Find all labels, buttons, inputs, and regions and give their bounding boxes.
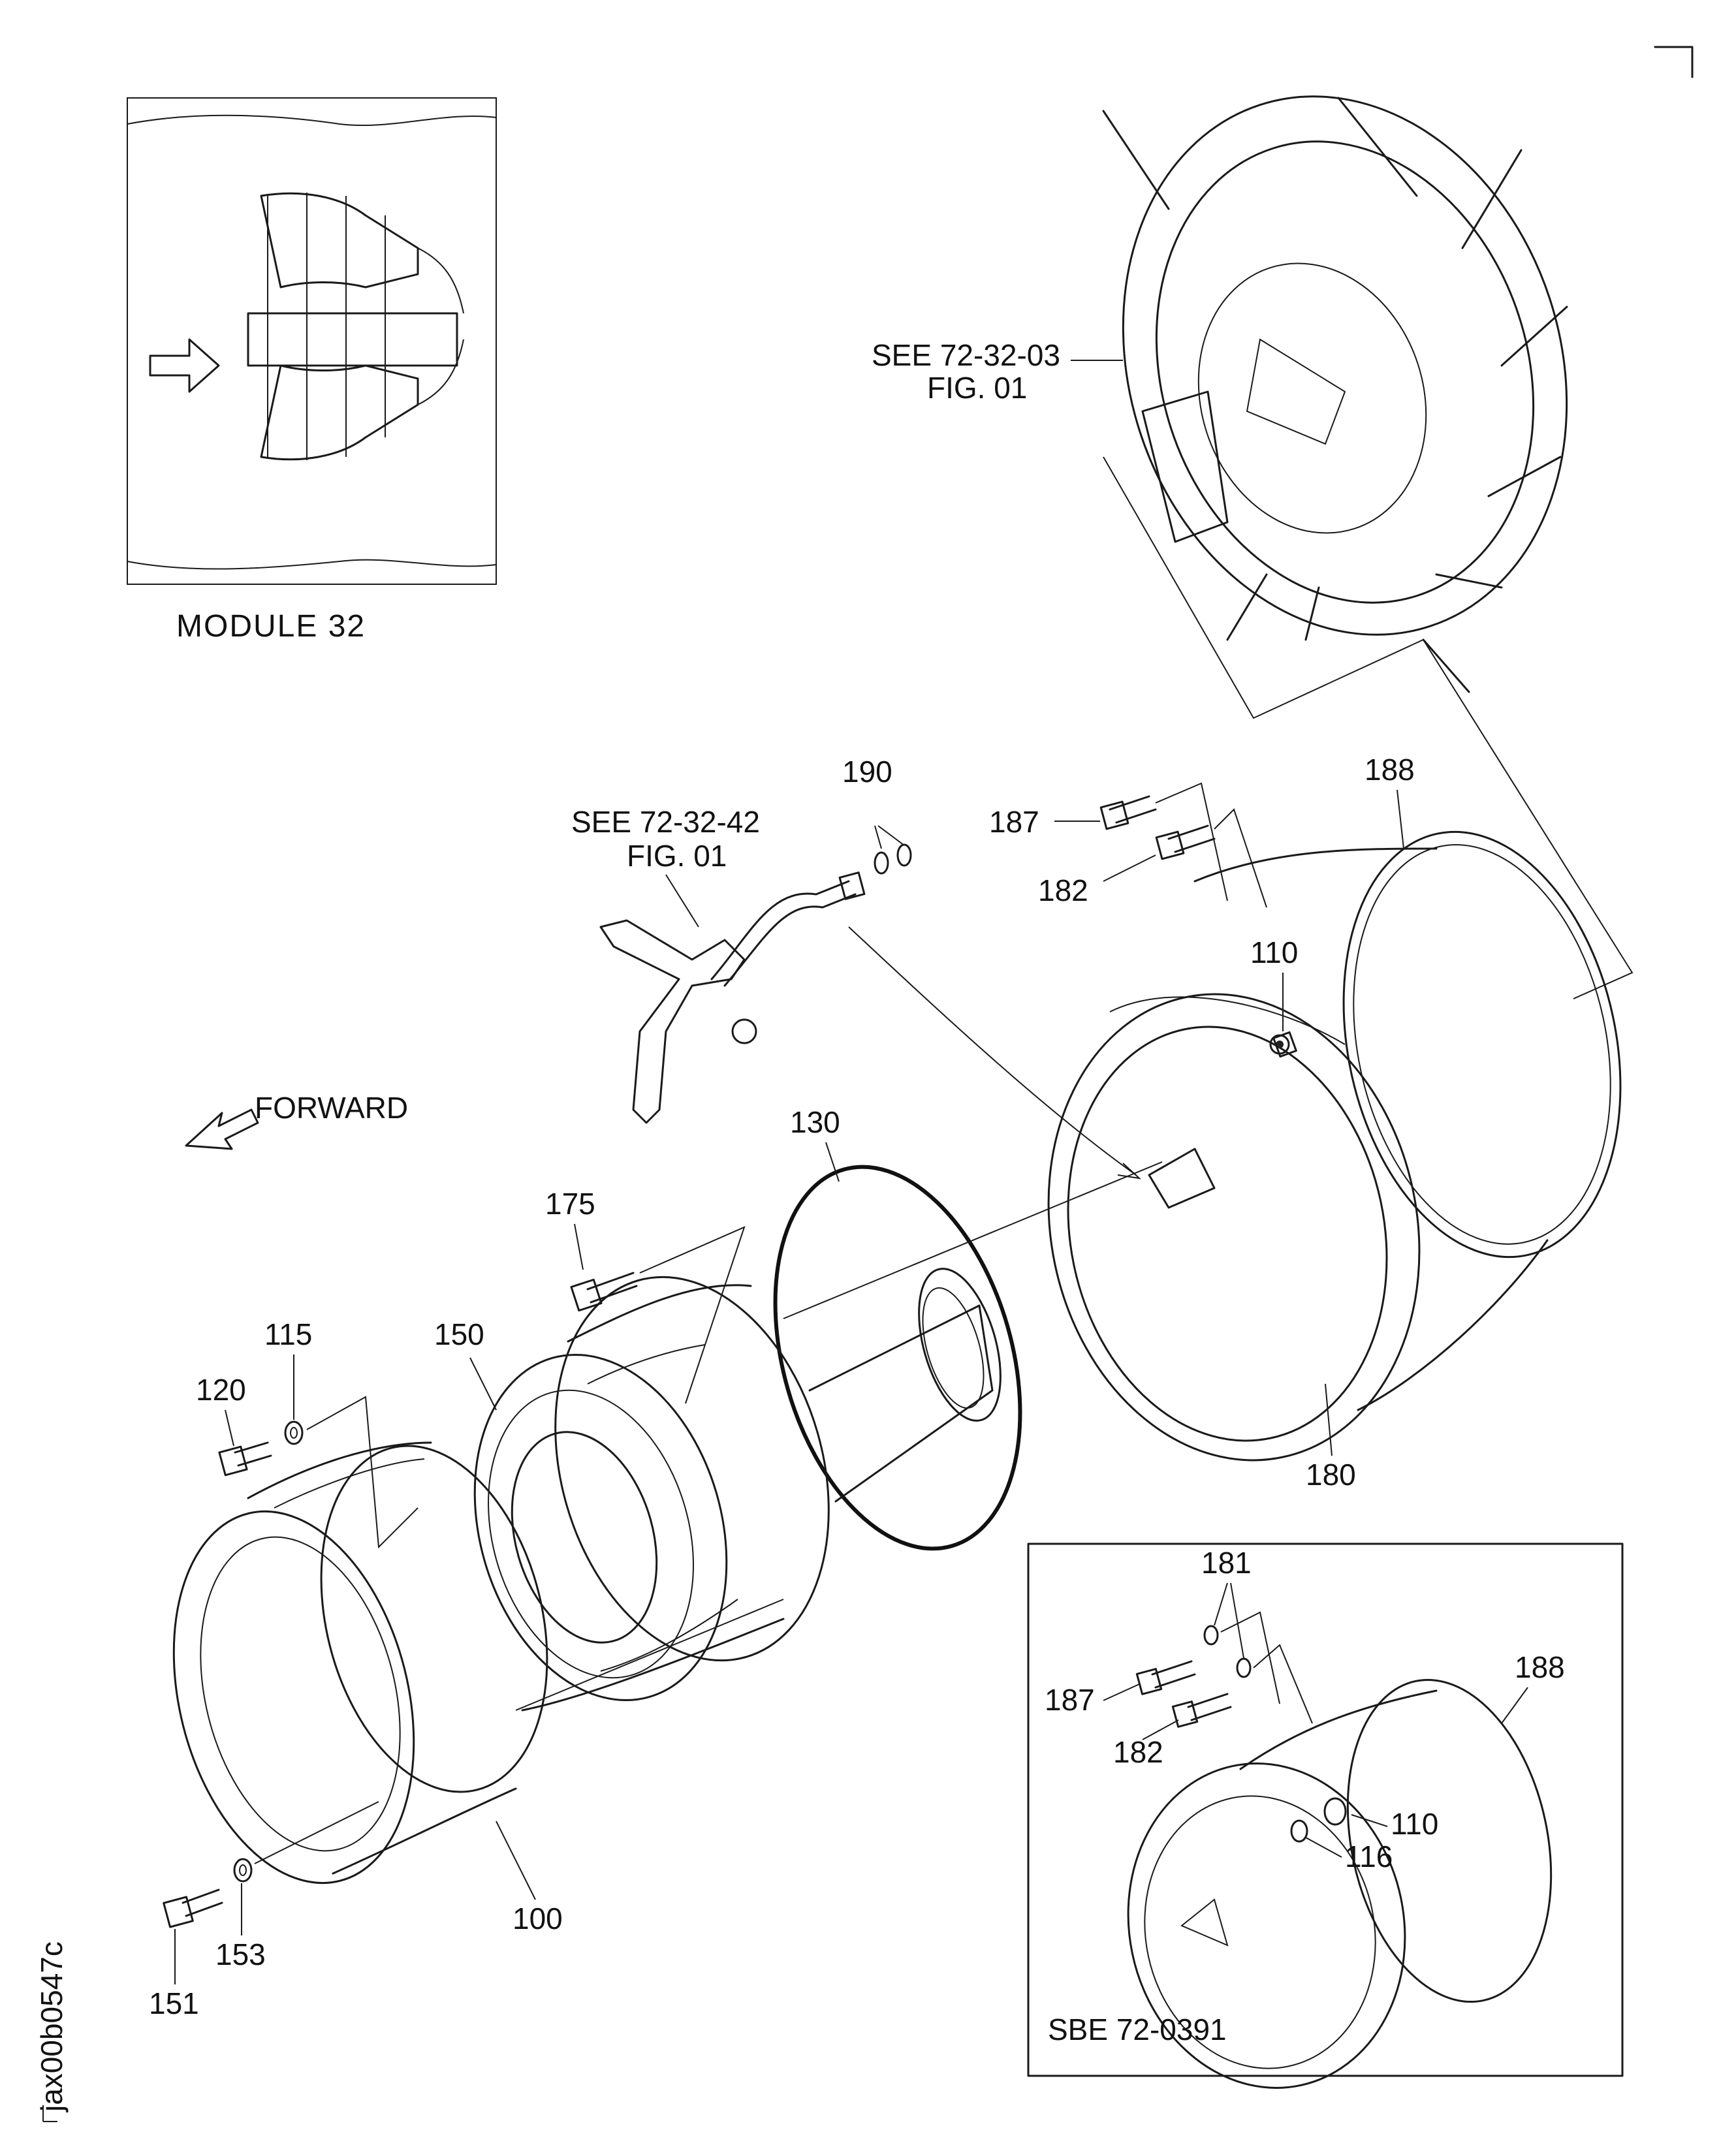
callout-153: 153: [215, 1937, 266, 1971]
leader-150: [469, 1357, 497, 1411]
part-175-bolt: 175: [545, 1187, 746, 1404]
reference-72-32-42: SEE 72-32-42 FIG. 01: [571, 805, 760, 928]
forward-label: FORWARD: [255, 1091, 408, 1125]
forward-direction-indicator: FORWARD: [185, 1091, 408, 1150]
drawing-id: jax00b0547c: [35, 1941, 69, 2113]
callout-120: 120: [196, 1373, 246, 1407]
frame-leader-box: [1103, 456, 1633, 999]
corner-mark-top-right: [1654, 46, 1694, 78]
part-130-seal-ring: 130: [773, 1105, 1022, 1551]
sbe-72-0391-caption: SBE 72-0391: [1048, 2013, 1227, 2046]
turbine-rear-frame: [1102, 95, 1568, 693]
inset-callout-187: 187: [1045, 1683, 1095, 1717]
parts-187-182-bolts: 187 182: [989, 782, 1267, 908]
leader-180: [1325, 1383, 1333, 1456]
callout-175: 175: [545, 1187, 595, 1221]
callout-188: 188: [1365, 753, 1415, 787]
part-110-fastener: 110: [1250, 935, 1298, 1058]
callout-187: 187: [989, 805, 1039, 839]
sbe-72-0391-inset: 181 187 182 188 110 116 SBE 72-0391: [1027, 1543, 1624, 2089]
callout-110: 110: [1250, 935, 1298, 969]
callout-115: 115: [264, 1317, 312, 1351]
parts-151-153-fastener: 153 151: [149, 1801, 379, 2020]
callout-180: 180: [1306, 1458, 1356, 1492]
reference-72-32-42-line2: FIG. 01: [627, 839, 727, 873]
module-32-caption: MODULE 32: [176, 609, 366, 644]
callout-150: 150: [434, 1317, 484, 1351]
part-190-seals: 190: [842, 755, 912, 875]
inset-callout-181: 181: [1201, 1546, 1252, 1580]
probe-insert-arrow: [848, 926, 1137, 1176]
leader-100: [496, 1821, 536, 1900]
inset-callout-182: 182: [1113, 1735, 1163, 1769]
callout-151: 151: [149, 1986, 199, 2020]
reference-72-32-03-line1: SEE 72-32-03: [872, 338, 1060, 372]
part-150-rotor-assembly: [473, 1268, 1002, 1712]
probe-insert-arrowhead: [1117, 1163, 1142, 1180]
drawing-id-mark: [42, 2105, 57, 2122]
reference-72-32-03-line2: FIG. 01: [927, 371, 1027, 405]
inset-callout-116: 116: [1345, 1840, 1393, 1873]
inset-callout-110: 110: [1391, 1807, 1438, 1841]
callout-130: 130: [790, 1105, 840, 1139]
part-180-turbine-case: [1047, 830, 1622, 1462]
callout-190: 190: [842, 755, 892, 789]
leader-188: [1397, 789, 1404, 849]
reference-72-32-42-line1: SEE 72-32-42: [571, 805, 760, 839]
callout-182: 182: [1038, 873, 1088, 907]
inset-callout-188: 188: [1515, 1650, 1565, 1684]
reference-72-32-03: SEE 72-32-03 FIG. 01: [872, 338, 1123, 405]
axial-assembly-line: [515, 1161, 1163, 1711]
sensor-bracket: [599, 871, 866, 1124]
module-32-view: MODULE 32: [127, 97, 497, 644]
parts-120-115-fastener: 120 115: [196, 1317, 418, 1549]
part-100-case: [172, 1441, 548, 1885]
callout-100: 100: [513, 1902, 563, 1935]
